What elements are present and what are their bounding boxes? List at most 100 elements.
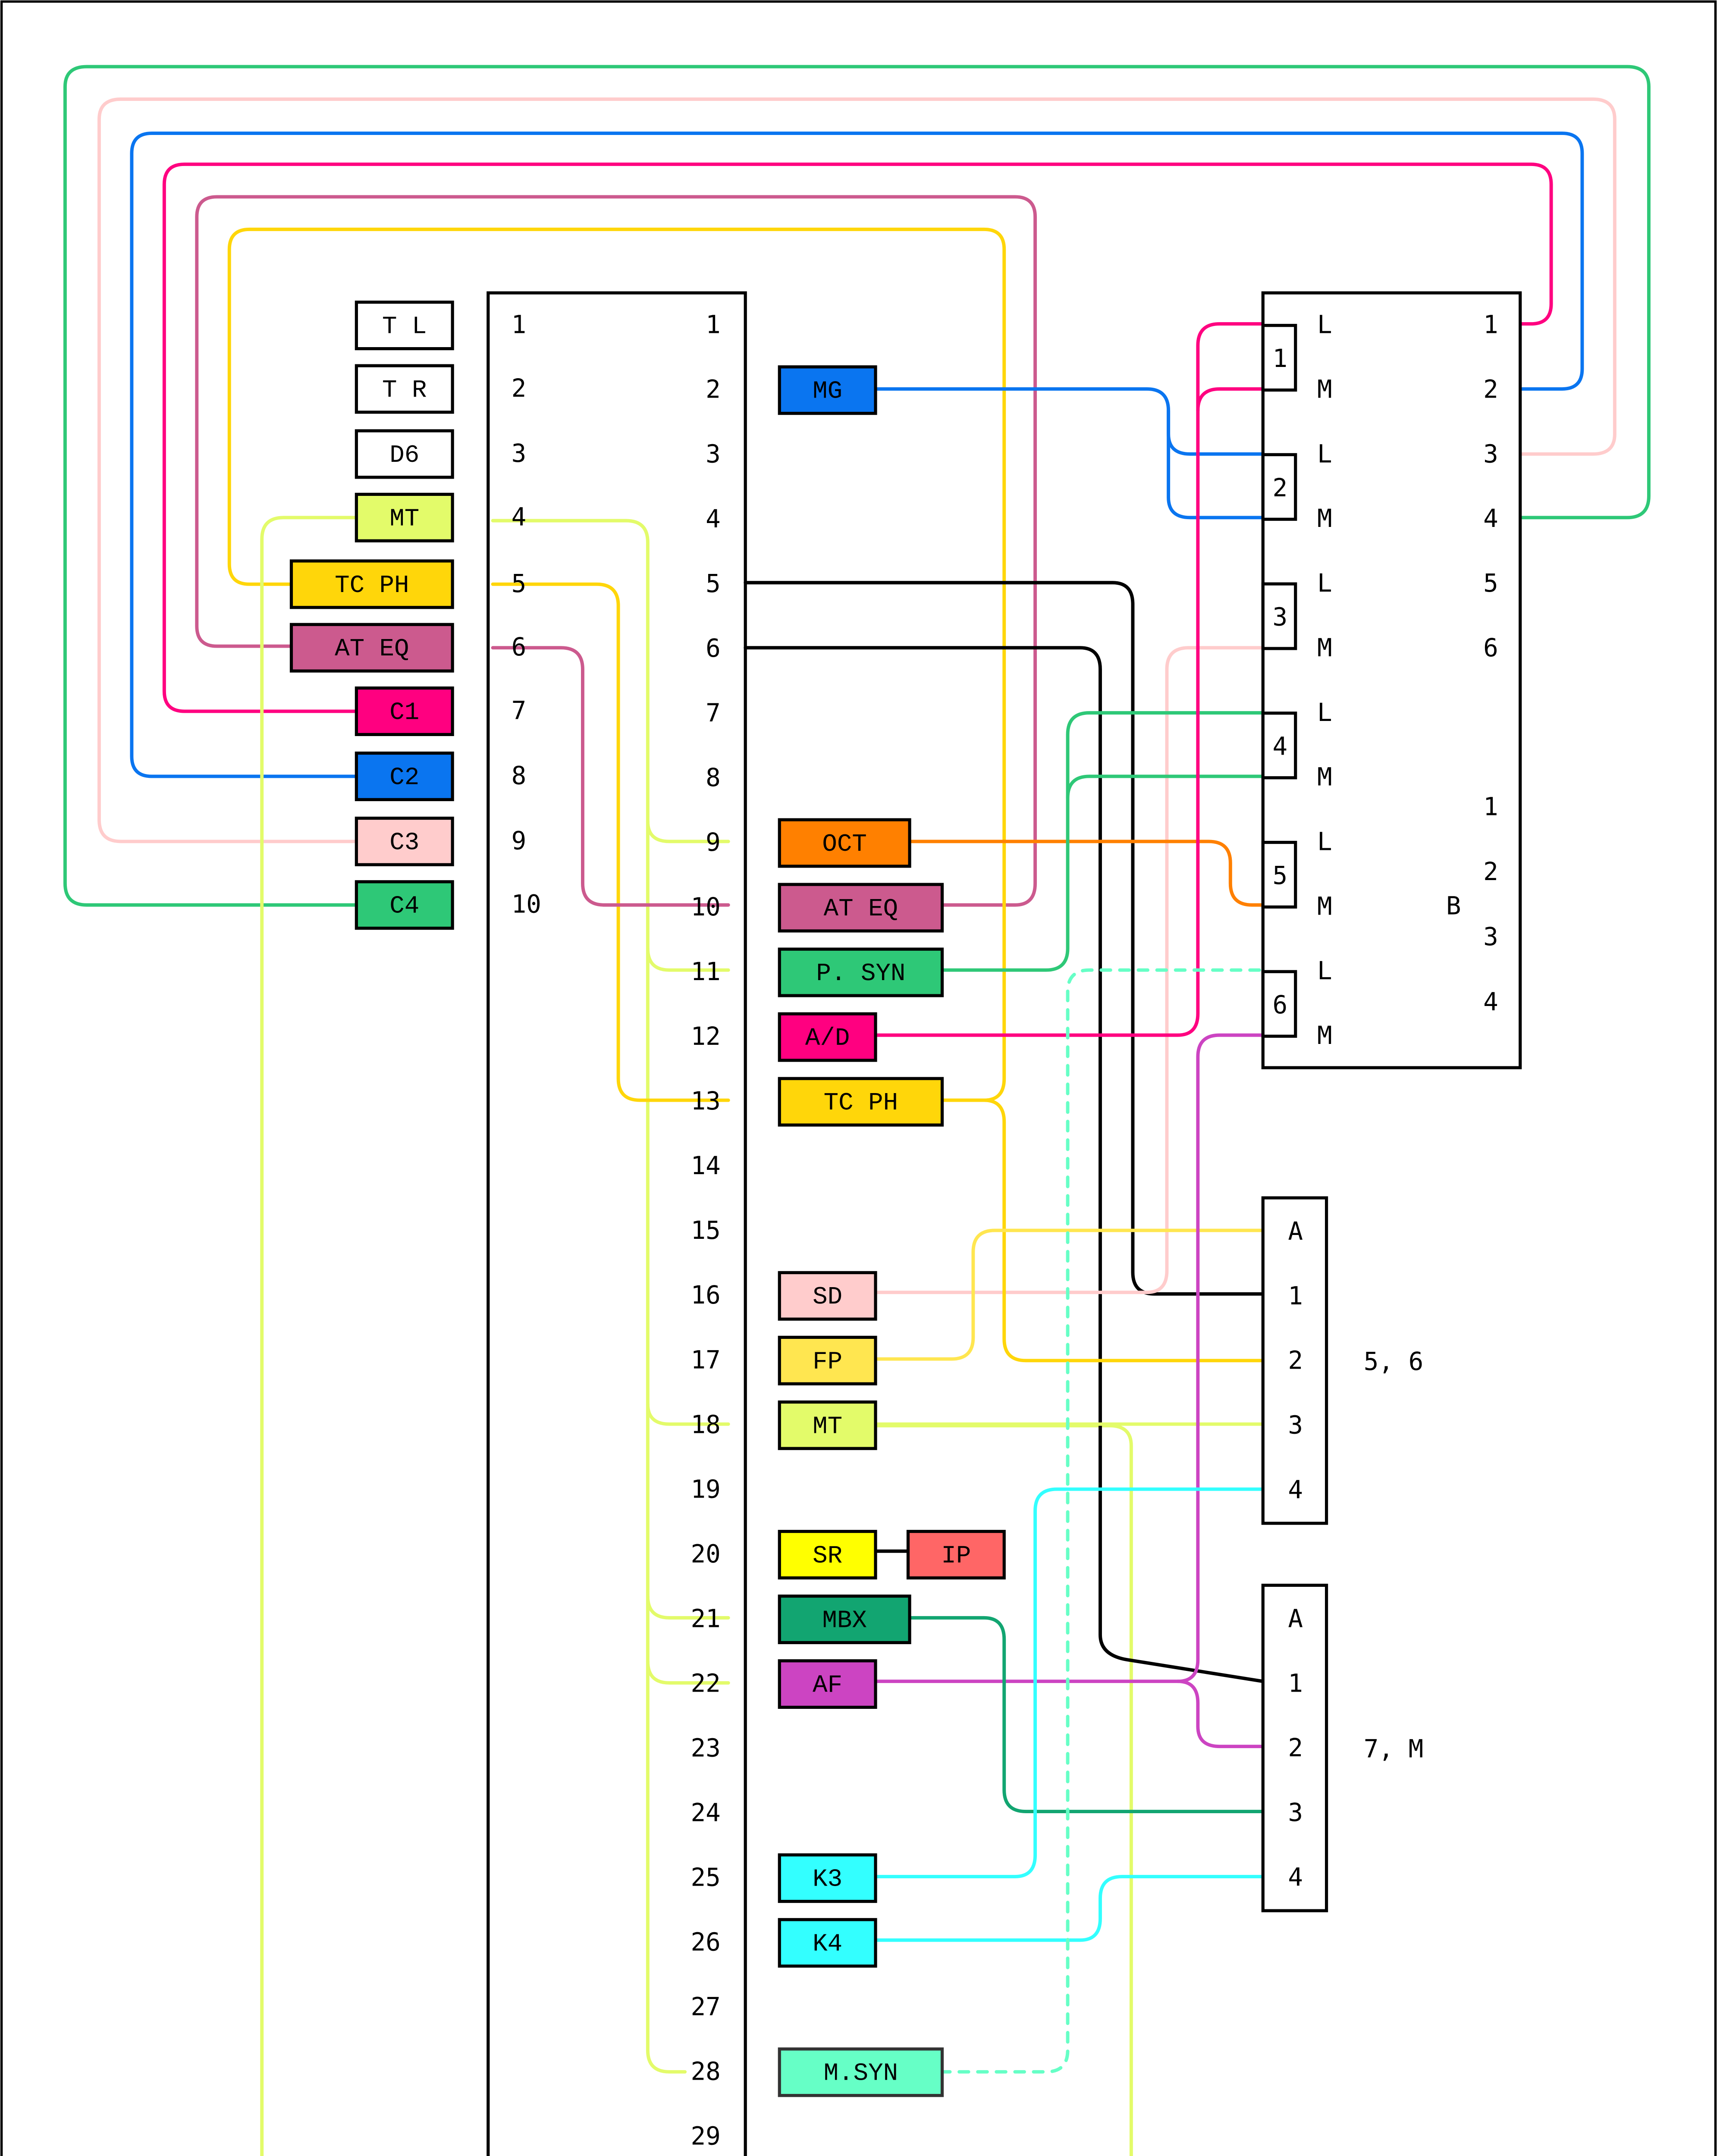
left-module-d6-rect (355, 429, 454, 479)
mixer-b-channel-2 (1261, 453, 1297, 521)
wire-fp-to-box56-a (874, 1228, 1265, 1361)
left-module-at-eq-rect (289, 623, 454, 673)
right-module-mg: MG (778, 365, 877, 415)
patchbay-right-num: 10 (691, 893, 721, 921)
left-module-d6: D6 (355, 429, 454, 479)
box-7-m-row-label: A (1288, 1604, 1303, 1633)
patchbay-right-num: 4 (706, 505, 721, 533)
right-module-sr-label: SR (813, 1542, 842, 1570)
left-module-c1-rect (355, 686, 454, 736)
left-module-t-l-rect (355, 301, 454, 351)
patchbay-right-num: 28 (691, 2057, 721, 2086)
right-module-at-eq-rect (778, 883, 944, 933)
box-5-6-row-label: 3 (1288, 1411, 1303, 1440)
left-module-mt-rect (355, 492, 454, 542)
patchbay-right-num: 29 (691, 2122, 721, 2151)
right-module-p-syn-rect (778, 947, 944, 997)
patchbay-right-num: 20 (691, 1539, 721, 1568)
mixer-b-row-label: M (1317, 763, 1332, 792)
left-module-at-eq-label: AT EQ (335, 635, 409, 663)
patchbay-right-num: 12 (691, 1022, 721, 1051)
patchbay-right-num: 23 (691, 1734, 721, 1763)
patchbay-left-num: 6 (512, 633, 527, 661)
patchbay-left-num: 7 (512, 696, 527, 725)
mixer-b-channel-num: 1 (1272, 344, 1287, 373)
patchbay-right-num: 3 (706, 440, 721, 469)
wire-pb4-to-21 (646, 1594, 730, 1620)
wire-ateq-left-to-ateq-right (195, 195, 1037, 907)
left-module-c2-rect (355, 751, 454, 801)
patchbay-left-num: 1 (512, 310, 527, 339)
left-module-t-r-rect (355, 364, 454, 414)
mixer-b-channel-num: 3 (1272, 603, 1287, 632)
mixer-b-output-num: 2 (1483, 857, 1498, 886)
left-module-c1: C1 (355, 686, 454, 736)
patchbay-left-num: 10 (512, 890, 541, 919)
right-module-sr-rect (778, 1529, 877, 1579)
patchbay-right-num: 9 (706, 828, 721, 857)
mixer-b-row-label: M (1317, 892, 1332, 921)
box-5-6-row-label: 2 (1288, 1346, 1303, 1375)
mixer-b-row-label: M (1317, 633, 1332, 662)
patchbay-left-num: 4 (512, 502, 527, 531)
left-module-c4-label: C4 (389, 893, 419, 921)
patchbay-left-num: 8 (512, 761, 527, 790)
wires-layer (63, 65, 1651, 2156)
patchbay-left-num: 3 (512, 439, 527, 468)
wire-msyn-to-b6l (939, 968, 1265, 2074)
right-module-p-syn: P. SYN (778, 947, 944, 997)
wire-af-to-b6m (874, 1033, 1265, 1683)
right-module-ip: IP (906, 1529, 1006, 1579)
mixer-b-row-label: M (1317, 1021, 1332, 1050)
right-module-a-d: A/D (778, 1012, 877, 1062)
patchbay-right-num: 19 (691, 1475, 721, 1504)
right-module-sd-label: SD (813, 1283, 842, 1311)
right-module-af-rect (778, 1659, 877, 1709)
mixer-b-row-label: M (1317, 375, 1332, 404)
mixer-b-output-num: 1 (1483, 792, 1498, 821)
patchbay-left-num: 2 (512, 374, 527, 403)
right-module-fp: FP (778, 1335, 877, 1385)
patchbay-left-num: 9 (512, 826, 527, 855)
mixer-b-channel-6 (1261, 970, 1297, 1038)
wire-mg-to-b2 (874, 387, 1265, 520)
right-module-m-syn-rect (778, 2047, 944, 2097)
right-module-tc-ph-rect (778, 1077, 944, 1127)
left-module-t-r: T R (355, 364, 454, 414)
right-module-k4-label: K4 (813, 1930, 842, 1959)
left-module-c3-rect (355, 816, 454, 866)
mixer-b-channel-3 (1261, 582, 1297, 650)
patchbay-right-num: 6 (706, 634, 721, 663)
mixer-b-channel-num: 2 (1272, 473, 1287, 502)
patchbay-right-num: 8 (706, 763, 721, 792)
left-module-tc-ph-label: TC PH (335, 572, 409, 600)
box-7-m-row-label: 2 (1288, 1733, 1303, 1762)
right-module-at-eq-label: AT EQ (824, 895, 898, 923)
wire-mt-loop (260, 516, 1133, 2156)
wire-pb4-to-18 (646, 1402, 730, 1426)
mixer-b-row-label: L (1317, 698, 1332, 727)
left-module-c3: C3 (355, 816, 454, 866)
right-module-ip-rect (906, 1529, 1006, 1579)
wire-ad-to-b1 (874, 387, 1265, 1037)
right-module-af-label: AF (813, 1671, 842, 1699)
patchbay-right-num: 2 (706, 375, 721, 404)
right-module-m-syn: M.SYN (778, 2047, 944, 2097)
wire-pb6-to-10 (491, 646, 730, 907)
mixer-b-output-num: 3 (1483, 439, 1498, 468)
right-module-k3: K3 (778, 1853, 877, 1903)
right-module-k4: K4 (778, 1918, 877, 1968)
left-module-t-l: T L (355, 301, 454, 351)
patchbay-box (487, 291, 747, 2156)
patchbay-right-num: 24 (691, 1799, 721, 1827)
patchbay-right-num: 26 (691, 1928, 721, 1957)
left-module-c4-rect (355, 880, 454, 930)
wire-k4-to-box7m-4 (874, 1875, 1265, 1942)
right-module-mbx-rect (778, 1594, 911, 1644)
left-module-t-r-label: T R (382, 376, 427, 404)
wire-pb4-trunk (491, 519, 687, 2074)
patchbay-right-num: 25 (691, 1863, 721, 1892)
